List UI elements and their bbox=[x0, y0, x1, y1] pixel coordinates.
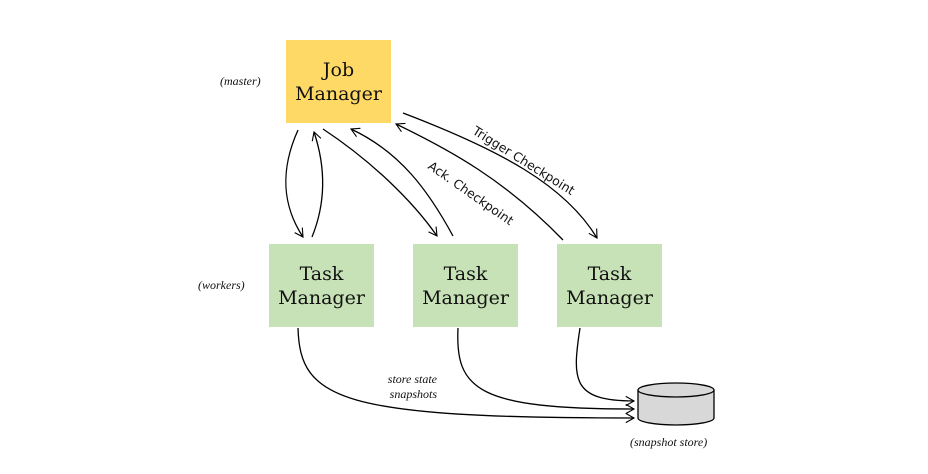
task-manager-node-3: Task Manager bbox=[557, 244, 662, 327]
edge-tm1-to-store bbox=[297, 327, 636, 424]
workers-annotation: (workers) bbox=[198, 278, 245, 292]
snapshot-store-cylinder bbox=[637, 382, 715, 426]
edge-tm3-to-store bbox=[575, 327, 636, 407]
edge-ack-checkpoint bbox=[349, 127, 454, 237]
edge-tm3-to-jm bbox=[394, 122, 564, 241]
snapshot-store-label: (snapshot store) bbox=[630, 435, 708, 449]
edge-trigger-checkpoint bbox=[402, 112, 598, 239]
master-annotation: (master) bbox=[220, 74, 261, 88]
edge-tm2-to-store bbox=[457, 327, 636, 415]
edge-tm1-to-jm bbox=[311, 130, 324, 238]
edge-jm-to-tm2 bbox=[322, 128, 438, 237]
job-manager-node: Job Manager bbox=[286, 40, 391, 123]
task-manager-node-1: Task Manager bbox=[269, 244, 374, 327]
store-state-annotation: store state snapshots bbox=[387, 372, 437, 401]
edge-jm-to-tm1 bbox=[285, 129, 304, 238]
task-manager-node-2: Task Manager bbox=[413, 244, 518, 327]
